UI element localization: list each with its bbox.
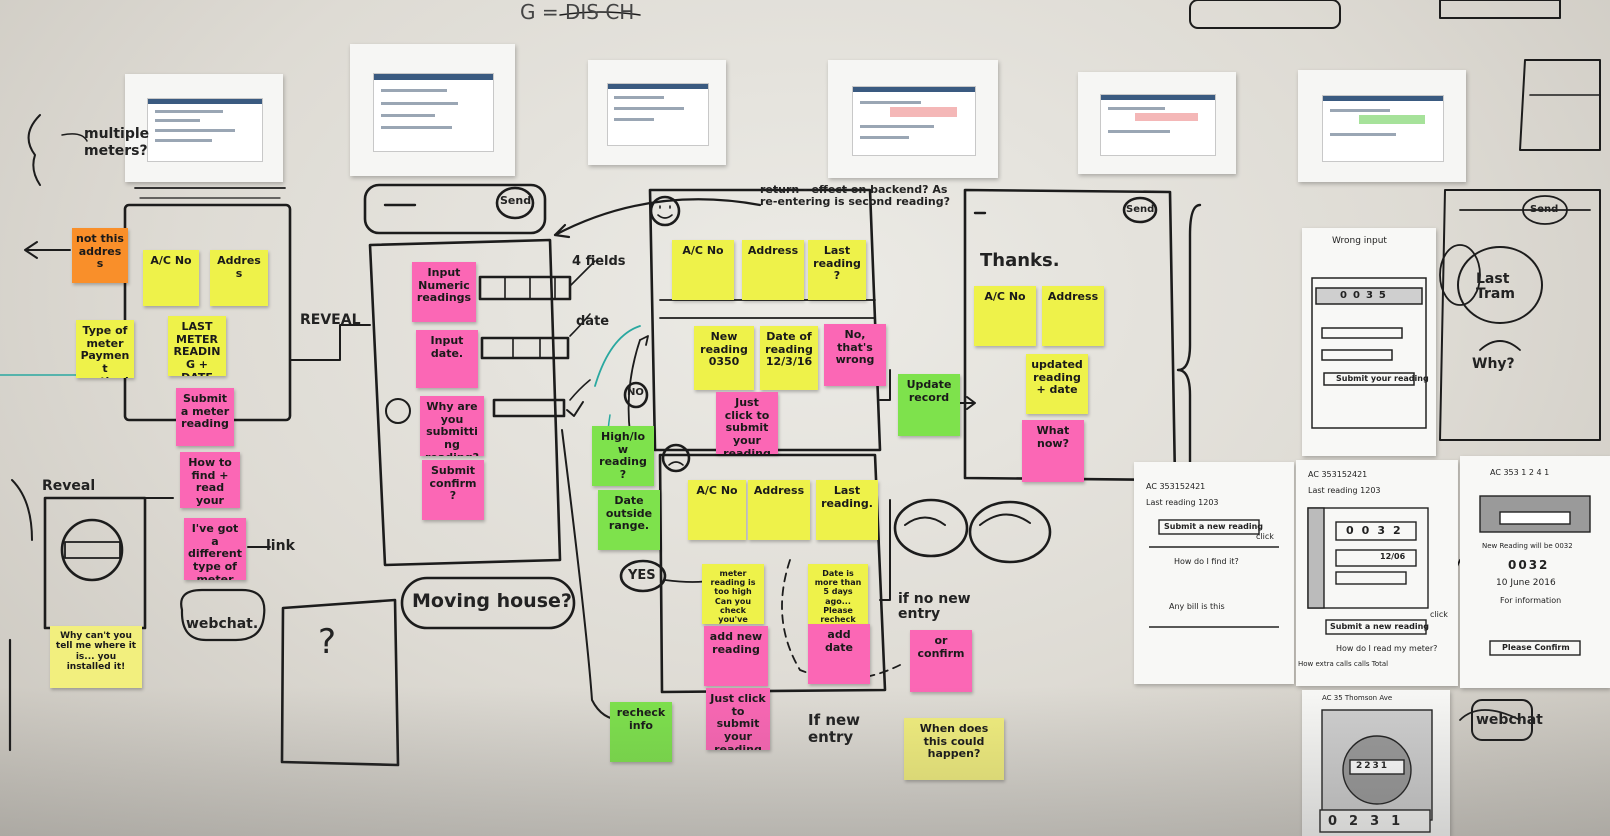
sketch-mr-info: For information	[1500, 596, 1562, 605]
sticky-note: Why can't you tell me where it is... you…	[50, 626, 142, 688]
sketch-mc-digit-aux: 12/06	[1380, 552, 1406, 561]
sketch-sheet-bottom-right: AC 35 Thomson Ave 2231 0231	[1302, 690, 1450, 836]
sketch-mr-new-reading-label: New Reading will be 0032	[1482, 542, 1573, 550]
sketch-br-digits: 0231	[1328, 814, 1413, 829]
sticky-note: Type of meter Payment method	[76, 320, 134, 378]
sticky-note: Date of reading 12/3/16	[760, 326, 818, 390]
thanks-label: Thanks.	[980, 250, 1060, 271]
sticky-note: Address	[1042, 286, 1104, 346]
sticky-note: Address	[210, 250, 268, 306]
printed-screenshot-1	[125, 74, 283, 182]
sketch-sheet-middle-center: AC 353152421 Last reading 1203 0032 12/0…	[1296, 460, 1458, 686]
sketch-sheet-middle-left: AC 353152421 Last reading 1203 Submit a …	[1134, 462, 1294, 684]
sketch-br-dial: 2231	[1356, 761, 1390, 771]
why-label: Why?	[1472, 356, 1515, 372]
sketch-mr-button: Please Confirm	[1502, 643, 1570, 652]
sticky-note: Submit confirm ?	[422, 460, 484, 520]
sticky-note: Last reading.	[816, 480, 878, 540]
sketch-mr-date: 10 June 2016	[1496, 578, 1556, 588]
sticky-note: A/C No	[143, 250, 199, 306]
sketch-ml-side: click	[1256, 532, 1274, 541]
sticky-note: A/C No	[672, 240, 734, 300]
sticky-note: A/C No	[688, 480, 746, 540]
send-label-3: Send	[1530, 204, 1559, 215]
sticky-note: not this address	[72, 228, 128, 283]
no-label: NO	[627, 387, 644, 398]
sticky-note: Last reading ?	[808, 240, 866, 300]
send-label-2: Send	[1126, 204, 1155, 215]
webchat-right-label: webchat	[1476, 712, 1543, 728]
sticky-note: Address	[742, 240, 804, 300]
printed-screenshot-4	[828, 60, 998, 178]
sketch-sheet-top-right: 0035 Submit your reading Wrong input	[1302, 228, 1436, 456]
sticky-note: A/C No	[974, 286, 1036, 346]
sketch-sheet-middle-right: AC 353 1 2 4 1 New Reading will be 0032 …	[1460, 456, 1610, 688]
sketch-mc-digits: 0032	[1346, 524, 1409, 537]
sketch-digits-top-right: 0035	[1340, 290, 1392, 301]
sticky-note: or confirm	[910, 630, 972, 692]
sticky-note: Address	[748, 480, 810, 540]
date-label: date	[576, 314, 610, 329]
moving-house-label: Moving house?	[412, 590, 572, 612]
reveal-label-top: REVEAL	[300, 312, 361, 328]
link-label: link	[266, 538, 295, 554]
sketch-ml-account: AC 353152421	[1146, 482, 1206, 491]
sketch-ml-footer: Any bill is this	[1169, 602, 1225, 611]
four-fields-label: 4 fields	[572, 254, 626, 269]
send-label-1: Send	[500, 194, 532, 207]
printed-screenshot-2	[350, 44, 515, 176]
sticky-note: No, that's wrong	[824, 324, 886, 386]
sticky-note: Date outside range.	[598, 490, 660, 550]
printed-screenshot-5	[1078, 72, 1236, 174]
sticky-note: High/low reading?	[592, 426, 654, 486]
sticky-note: Update record	[898, 374, 960, 436]
last-tram-label: Last Tram	[1476, 271, 1515, 303]
sticky-note: When does this could happen?	[904, 718, 1004, 780]
sketch-mr-reading: 0032	[1508, 558, 1550, 572]
multiple-meters-label: multiple meters?	[84, 126, 150, 159]
sticky-note: recheck info	[610, 702, 672, 762]
sticky-note: How to find + read your meter Can't find…	[180, 452, 240, 508]
sticky-note: meter reading is too high Can you check …	[702, 564, 764, 624]
sketch-mc-help: How do I read my meter?	[1336, 644, 1438, 653]
sketch-br-account: AC 35 Thomson Ave	[1322, 694, 1393, 702]
printed-screenshot-3	[588, 60, 726, 165]
sticky-note: Just click to submit your reading	[706, 688, 770, 750]
sticky-note: add new reading	[704, 626, 768, 686]
sticky-note: What now?	[1022, 420, 1084, 482]
sketch-mr-account: AC 353 1 2 4 1	[1490, 468, 1550, 477]
yes-label: YES	[628, 568, 656, 583]
if-new-entry-label: If new entry	[808, 711, 861, 746]
sticky-note: LAST METER READING + DATE	[168, 316, 226, 376]
sketch-mc-notes: How extra calls calls Total	[1298, 660, 1389, 668]
sketch-mc-account: AC 353152421	[1308, 470, 1368, 479]
question-mark-box-label: ?	[318, 622, 337, 662]
sticky-note: add date	[808, 624, 870, 684]
sketch-mc-side: click	[1430, 610, 1448, 619]
sticky-note: New reading 0350	[694, 326, 754, 390]
sticky-note: Input date.	[416, 330, 478, 388]
sticky-note: Date is more than 5 days ago... Please r…	[808, 564, 868, 624]
printed-screenshot-6	[1298, 70, 1466, 182]
sticky-note: Why are you submitting reading? ???	[420, 396, 484, 456]
if-no-new-entry-label: if no new entry	[898, 591, 971, 622]
sticky-note: Submit a meter reading	[176, 388, 234, 446]
webchat-left-label: webchat.	[186, 616, 259, 632]
sketch-mc-button: Submit a new reading	[1330, 622, 1430, 631]
reveal-label-left: Reveal	[42, 478, 96, 494]
sticky-note: Just click to submit your reading	[716, 392, 778, 454]
wrong-input-label: Wrong input	[1332, 236, 1387, 246]
return-question-label: return - effect on backend? As re-enteri…	[760, 183, 950, 209]
top-partial-text: G = DIS CH	[520, 0, 635, 24]
sketch-ml-last-reading: Last reading 1203	[1146, 498, 1219, 507]
sketch-ml-button: Submit a new reading	[1164, 522, 1264, 531]
sticky-note: Input Numeric readings	[412, 262, 476, 322]
sticky-note: I've got a different type of meter what …	[184, 518, 246, 580]
sketch-mc-last-reading: Last reading 1203	[1308, 486, 1381, 495]
sketch-ml-help: How do I find it?	[1174, 557, 1239, 566]
sketch-button-top-right: Submit your reading	[1336, 374, 1429, 383]
sticky-note: updated reading + date	[1026, 354, 1088, 414]
